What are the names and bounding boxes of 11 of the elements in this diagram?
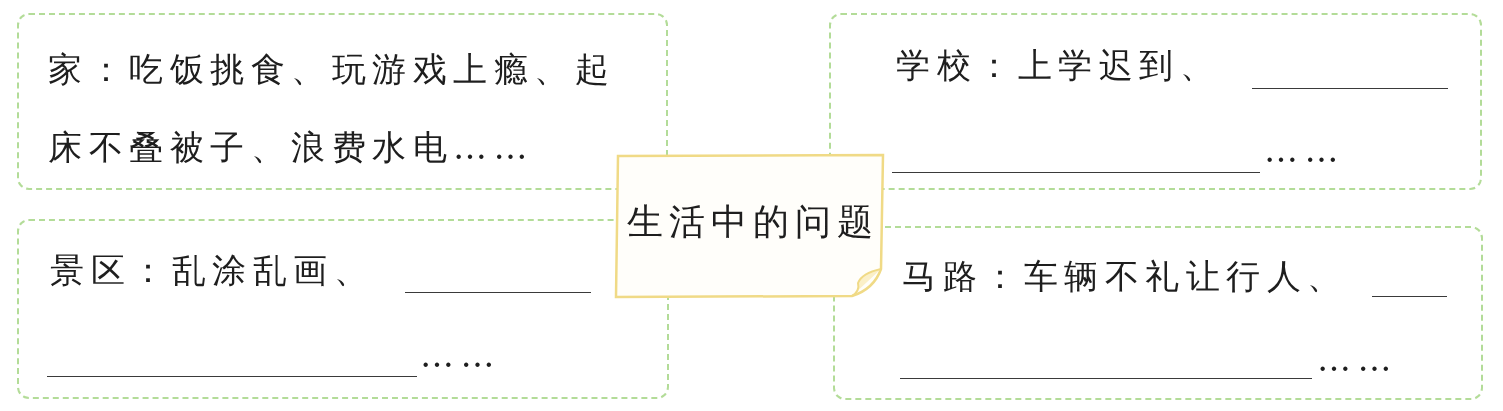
- ellipsis-text: ……: [1317, 339, 1398, 379]
- prompt-text: 家：吃饭挑食、玩游戏上瘾、起床不叠被子、浪费水电……: [48, 48, 616, 169]
- topic-card: [829, 13, 1482, 190]
- topic-card: [17, 13, 668, 190]
- prompt-text: 学校：上学迟到、: [896, 45, 1220, 85]
- ellipsis-text: ……: [420, 335, 501, 375]
- sticky-note: [614, 153, 886, 299]
- prompt-text: 景区：乱涂乱画、: [50, 250, 374, 290]
- ellipsis-text: ……: [1264, 130, 1345, 170]
- note-title: 生活中的问题: [626, 200, 880, 244]
- prompt-text: 马路：车辆不礼让行人、: [902, 256, 1348, 296]
